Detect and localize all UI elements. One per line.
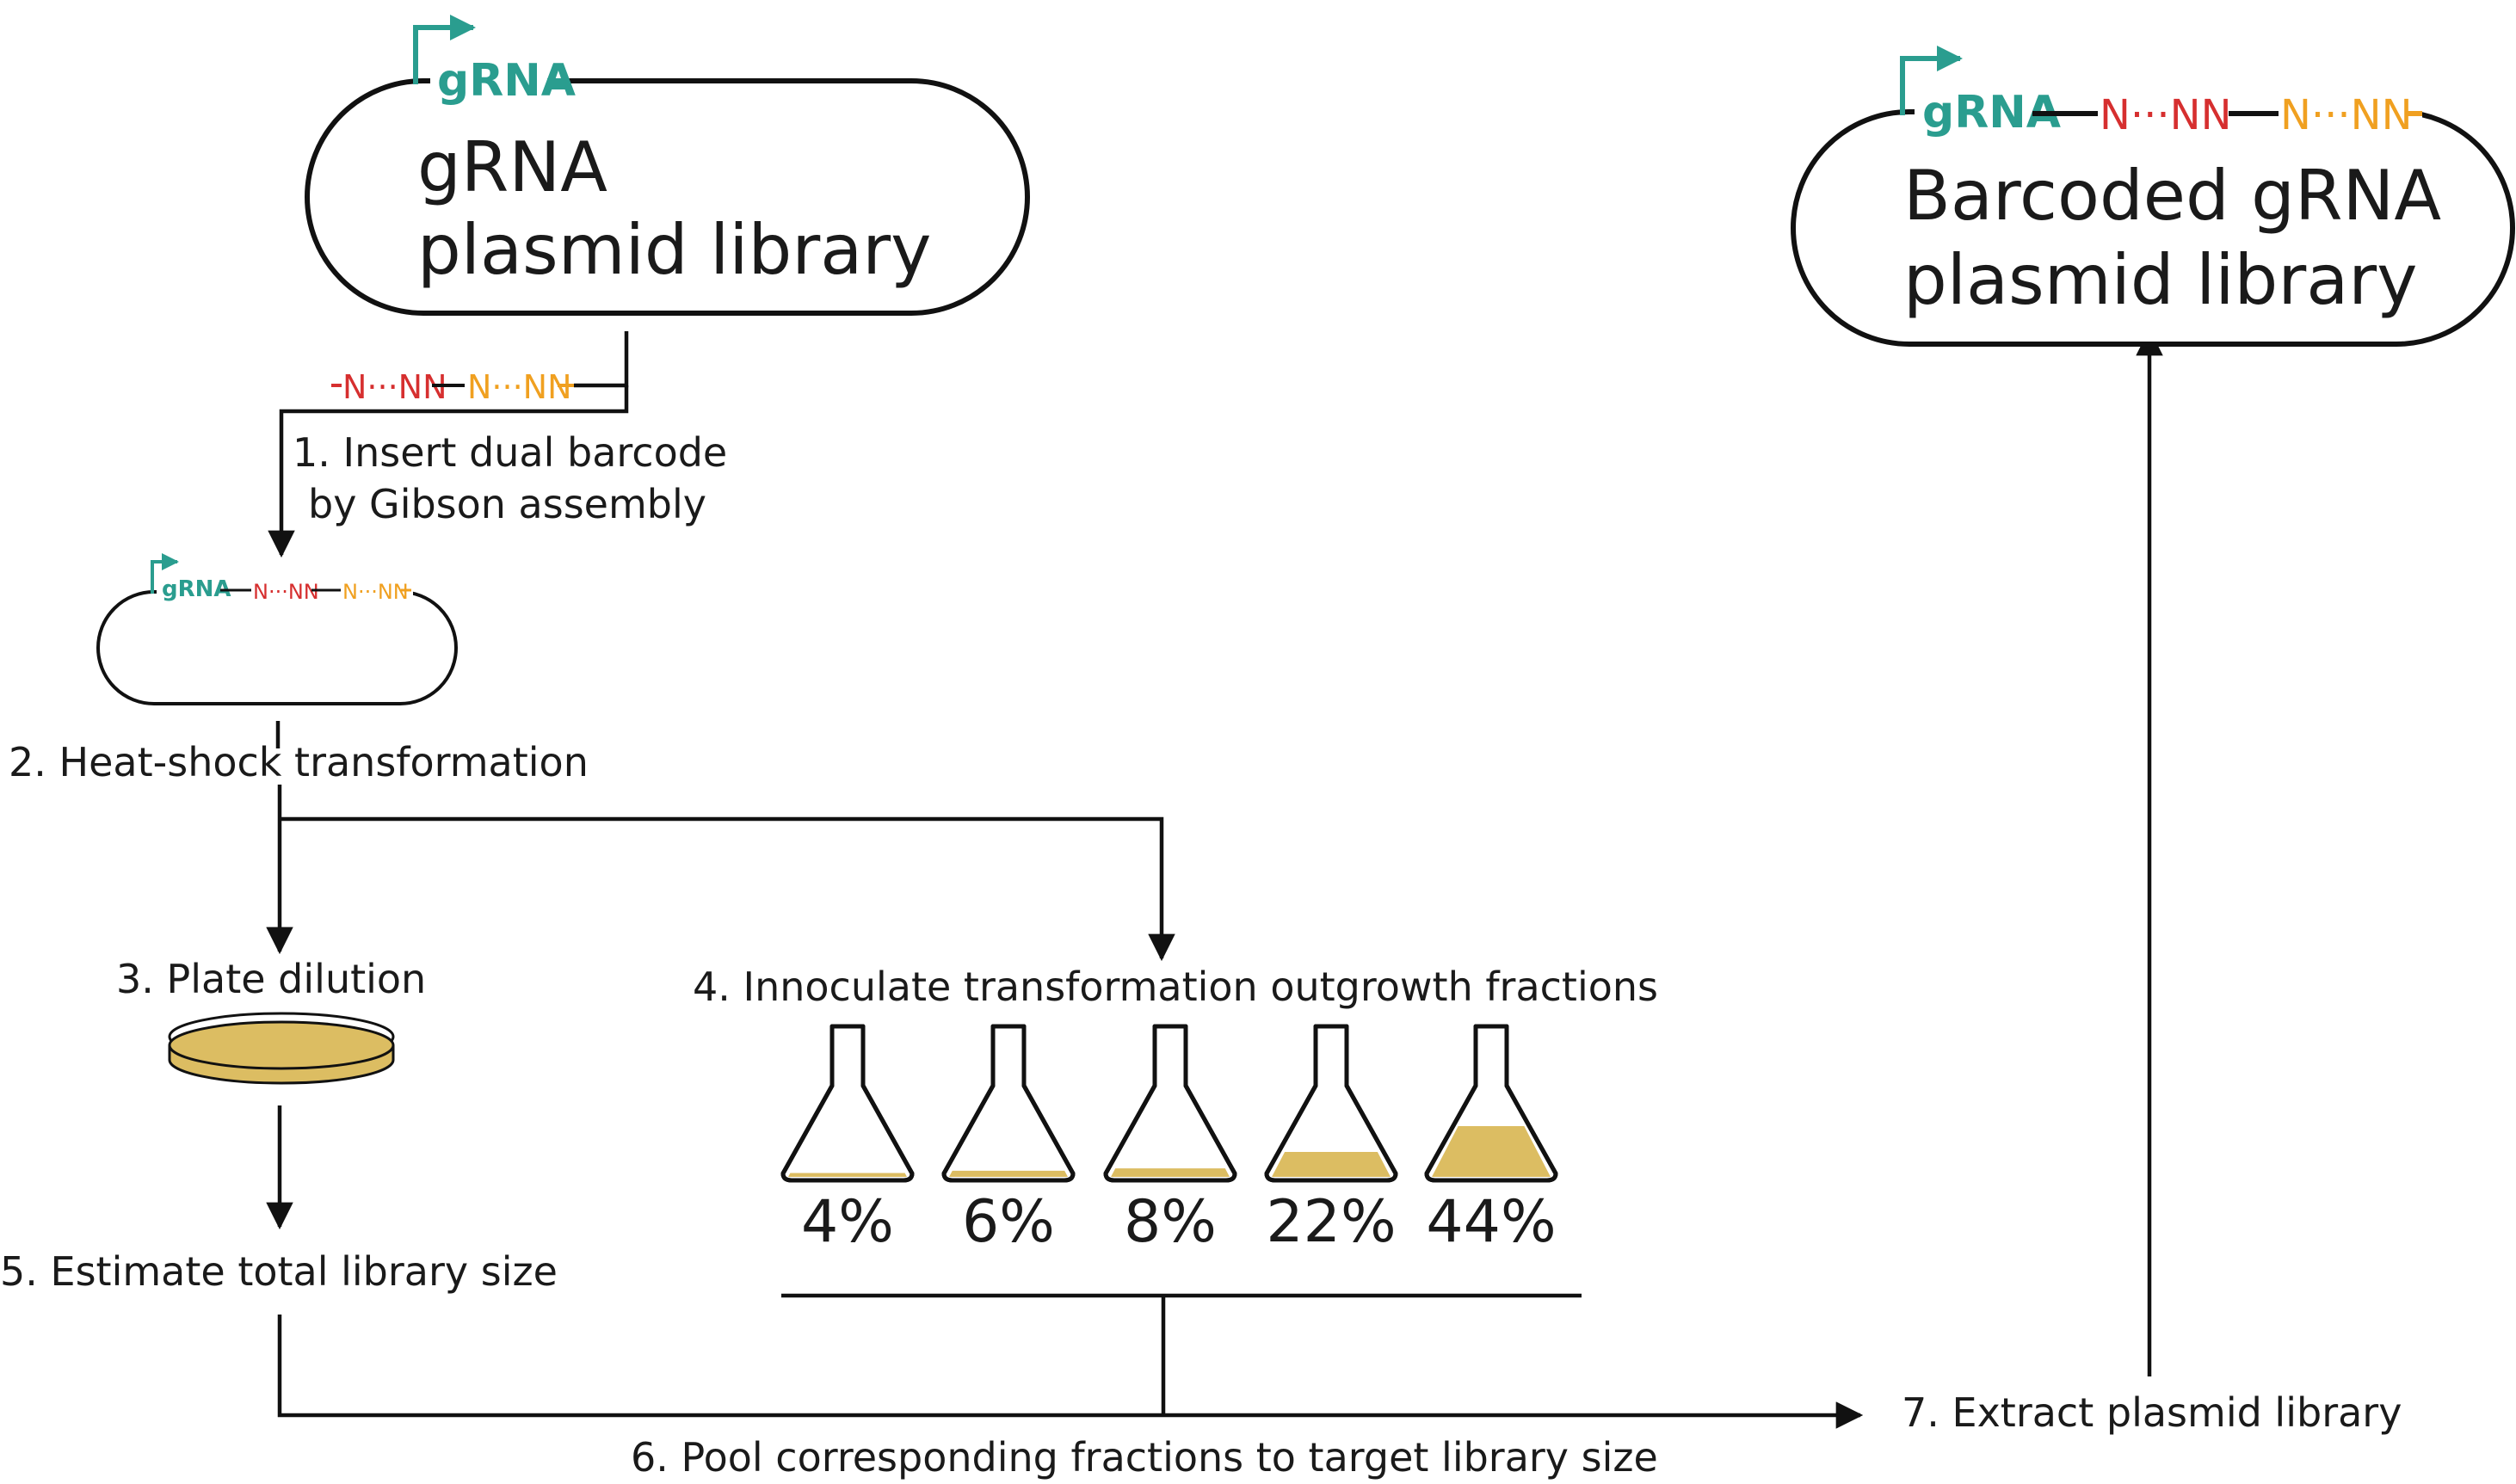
flask-icon: 6% [941, 1024, 1076, 1256]
insert-barcode-2: N···NN [467, 368, 572, 406]
flask-outline [780, 1024, 915, 1183]
flask-outline-top [780, 1024, 915, 1183]
output-barcode-2: N···NN [2280, 91, 2413, 139]
intermediate-plasmid-outline [96, 590, 458, 705]
flask-culture-fill [1111, 1168, 1230, 1177]
insert-barcode-1: N···NN [342, 368, 447, 406]
intermediate-barcode-1: N···NN [253, 580, 319, 604]
flask-outline-top [1424, 1024, 1558, 1183]
step6-label: 6. Pool corresponding fractions to targe… [631, 1434, 1658, 1481]
flask-icon: 4% [780, 1024, 915, 1256]
flask-icon: 44% [1424, 1024, 1558, 1256]
intermediate-barcode-2: N···NN [342, 580, 409, 604]
output-plasmid: gRNA N···NN N···NN Barcoded gRNA plasmid… [1791, 46, 2515, 347]
flask-outline-top [941, 1024, 1076, 1183]
input-plasmid-title-line1: gRNA [417, 127, 607, 207]
petri-dish-icon [168, 1012, 395, 1085]
arrow-step1 [268, 385, 629, 558]
intermediate-plasmid: gRNA N···NN N···NN [96, 553, 458, 705]
intermediate-seq-backdrop [157, 575, 413, 607]
fraction-label: 4% [801, 1188, 894, 1256]
promoter-arrow-icon [413, 15, 476, 84]
intermediate-grna-tag: gRNA [162, 576, 231, 602]
promoter-arrow-icon [1900, 46, 1963, 115]
step1-label-line1: 1. Insert dual barcode [293, 429, 727, 476]
input-plasmid-outline [305, 78, 1030, 316]
flask-group: 4% 6% 8% 22% 44% [780, 1024, 1558, 1256]
flask-outline [941, 1024, 1076, 1183]
output-plasmid-title-line1: Barcoded gRNA [1903, 156, 2441, 236]
fraction-label: 22% [1266, 1188, 1396, 1256]
flask-icon: 8% [1103, 1024, 1237, 1256]
step3-label: 3. Plate dilution [116, 956, 426, 1002]
promoter-arrow-icon [151, 553, 179, 594]
flask-culture-fill [1432, 1126, 1551, 1177]
input-plasmid: gRNA gRNA plasmid library [305, 15, 1030, 316]
step1-label-line2: by Gibson assembly [308, 481, 706, 527]
fraction-label: 44% [1426, 1188, 1556, 1256]
flask-culture-fill [949, 1170, 1068, 1177]
output-plasmid-title-line2: plasmid library [1903, 240, 2417, 320]
output-barcode-1: N···NN [2100, 91, 2232, 139]
tag-backdrop [430, 53, 564, 107]
flask-culture-fill [1272, 1152, 1391, 1177]
input-plasmid-title-line2: plasmid library [417, 210, 931, 290]
fraction-label: 6% [962, 1188, 1055, 1256]
flask-outline [1103, 1024, 1237, 1183]
step2-label: 2. Heat-shock transformation [9, 739, 589, 785]
connector-insert [574, 331, 629, 388]
output-seq-backdrop [1915, 86, 2422, 139]
arrow-to-step7 [277, 1315, 1864, 1429]
arrow-to-flasks [280, 816, 1175, 962]
insert-barcode: N···NN N···NN [331, 368, 574, 406]
step5-label: 5. Estimate total library size [0, 1248, 558, 1295]
flask-icon: 22% [1264, 1024, 1398, 1256]
dish-agar [168, 1020, 395, 1070]
flask-outline-top [1264, 1024, 1398, 1183]
flask-culture-fill [788, 1173, 907, 1177]
flask-outline-top [1103, 1024, 1237, 1183]
step4-label: 4. Innoculate transformation outgrowth f… [693, 964, 1658, 1010]
step7-label: 7. Extract plasmid library [1902, 1389, 2402, 1436]
fraction-label: 8% [1124, 1188, 1217, 1256]
